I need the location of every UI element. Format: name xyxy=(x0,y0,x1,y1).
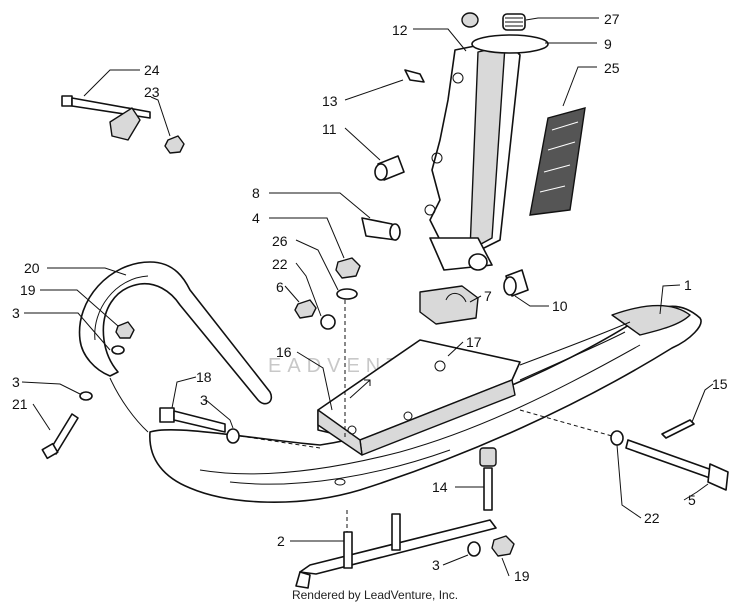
spacer-14 xyxy=(479,447,497,511)
callout-5: 5 xyxy=(688,492,696,508)
callout-4: 4 xyxy=(252,210,260,226)
callout-7: 7 xyxy=(484,288,492,304)
callout-9: 9 xyxy=(604,36,612,52)
nut-12 xyxy=(461,12,479,28)
callout-22b: 22 xyxy=(644,510,660,526)
cap-27 xyxy=(502,13,526,31)
loop-handle-20 xyxy=(78,261,273,405)
washer-3b xyxy=(226,428,240,444)
callout-3c: 3 xyxy=(12,374,20,390)
callout-1: 1 xyxy=(684,277,692,293)
callout-8: 8 xyxy=(252,185,260,201)
callout-19a: 19 xyxy=(20,282,36,298)
callout-26: 26 xyxy=(272,233,288,249)
bolt-5 xyxy=(625,439,729,491)
callout-23: 23 xyxy=(144,84,160,100)
callout-21: 21 xyxy=(12,396,28,412)
callout-6: 6 xyxy=(276,279,284,295)
washer-3a xyxy=(111,345,125,355)
bushing-8 xyxy=(361,217,401,241)
callout-3d: 3 xyxy=(432,557,440,573)
callout-11: 11 xyxy=(322,121,337,137)
washer-3d xyxy=(467,541,481,557)
wear-bar-2 xyxy=(295,513,497,589)
spindle-strut xyxy=(424,34,549,271)
callout-25: 25 xyxy=(604,60,620,76)
callout-18: 18 xyxy=(196,369,212,385)
washer-26 xyxy=(336,288,358,300)
nut-4 xyxy=(335,257,361,279)
washer-3c xyxy=(79,391,93,401)
callout-22a: 22 xyxy=(272,256,288,272)
bolt-18 xyxy=(159,407,226,433)
decal-25 xyxy=(529,107,586,216)
callout-27: 27 xyxy=(604,11,620,27)
assembly-axis-rear xyxy=(519,409,613,437)
callout-17: 17 xyxy=(466,334,482,350)
callout-16: 16 xyxy=(276,344,292,360)
washer-22 xyxy=(320,314,336,330)
cushion-7 xyxy=(419,285,479,325)
assembly-arrow xyxy=(349,379,371,399)
callout-12: 12 xyxy=(392,22,408,38)
footer-credit: Rendered by LeadVenture, Inc. xyxy=(291,588,459,602)
loop-to-ski-link xyxy=(109,377,149,433)
callout-14: 14 xyxy=(432,479,448,495)
callout-20: 20 xyxy=(24,260,40,276)
ski xyxy=(149,304,702,503)
callouts: 12 27 9 24 25 23 13 11 8 4 26 20 22 10 1… xyxy=(12,11,728,584)
grease-fitting-13 xyxy=(404,69,425,83)
callout-3a: 3 xyxy=(12,305,20,321)
mounting-bracket-16 xyxy=(317,339,521,456)
callout-3b: 3 xyxy=(200,392,208,408)
bolt-21 xyxy=(41,413,79,460)
nut-19a xyxy=(115,321,135,339)
cotter-pin-15 xyxy=(661,419,695,439)
callout-10: 10 xyxy=(552,298,568,314)
bushing-11 xyxy=(374,155,405,181)
callout-19b: 19 xyxy=(514,568,530,584)
nut-19b xyxy=(491,535,515,557)
bushing-10 xyxy=(503,269,529,297)
callout-24: 24 xyxy=(144,62,160,78)
callout-2: 2 xyxy=(277,533,285,549)
nut-23 xyxy=(164,135,185,154)
leader-lines xyxy=(21,17,714,577)
callout-13: 13 xyxy=(322,93,338,109)
nut-6 xyxy=(294,299,317,319)
washer-22b xyxy=(610,430,624,446)
bracket-23 xyxy=(109,107,141,141)
callout-15: 15 xyxy=(712,376,728,392)
